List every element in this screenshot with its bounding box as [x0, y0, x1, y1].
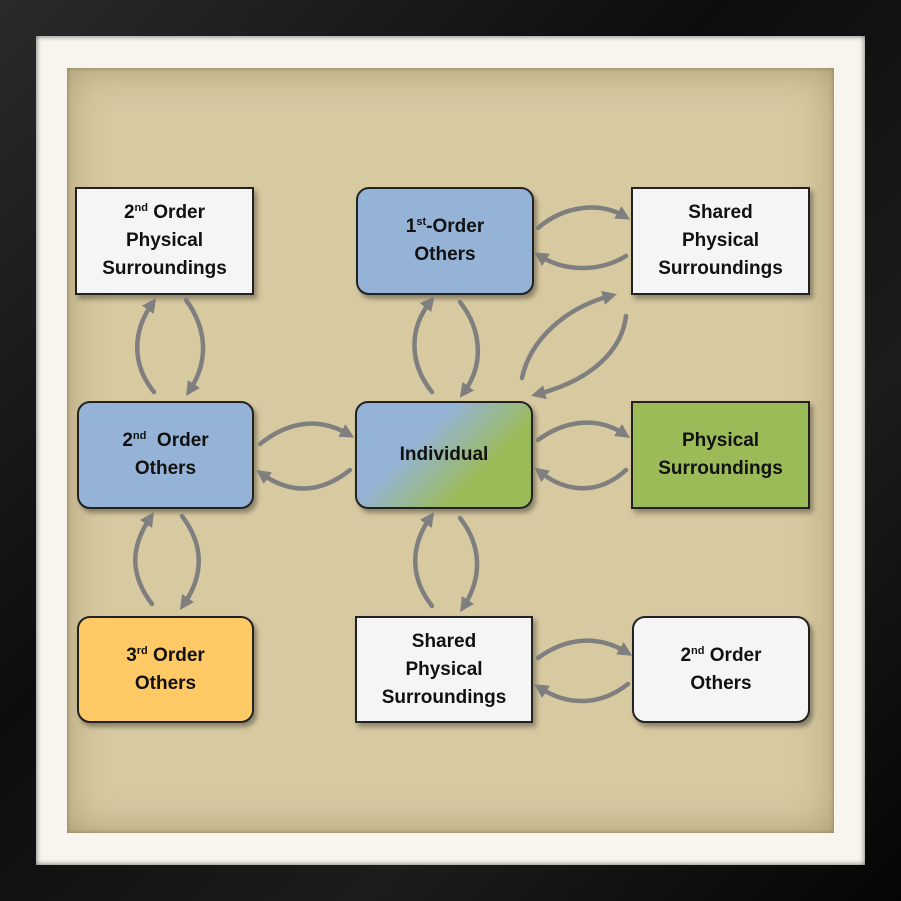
node-third-order-others: 3rd Order Others — [77, 616, 254, 723]
node-individual: Individual — [355, 401, 533, 509]
node-second-order-physical-surroundings: 2nd Order Physical Surroundings — [75, 187, 254, 295]
node-shared-physical-surroundings-top: Shared Physical Surroundings — [631, 187, 810, 295]
node-first-order-others: 1st-Order Others — [356, 187, 534, 295]
node-shared-physical-surroundings-bottom: Shared Physical Surroundings — [355, 616, 533, 723]
node-second-order-others-bottom: 2nd Order Others — [632, 616, 810, 723]
node-physical-surroundings: Physical Surroundings — [631, 401, 810, 509]
node-second-order-others: 2nd Order Others — [77, 401, 254, 509]
